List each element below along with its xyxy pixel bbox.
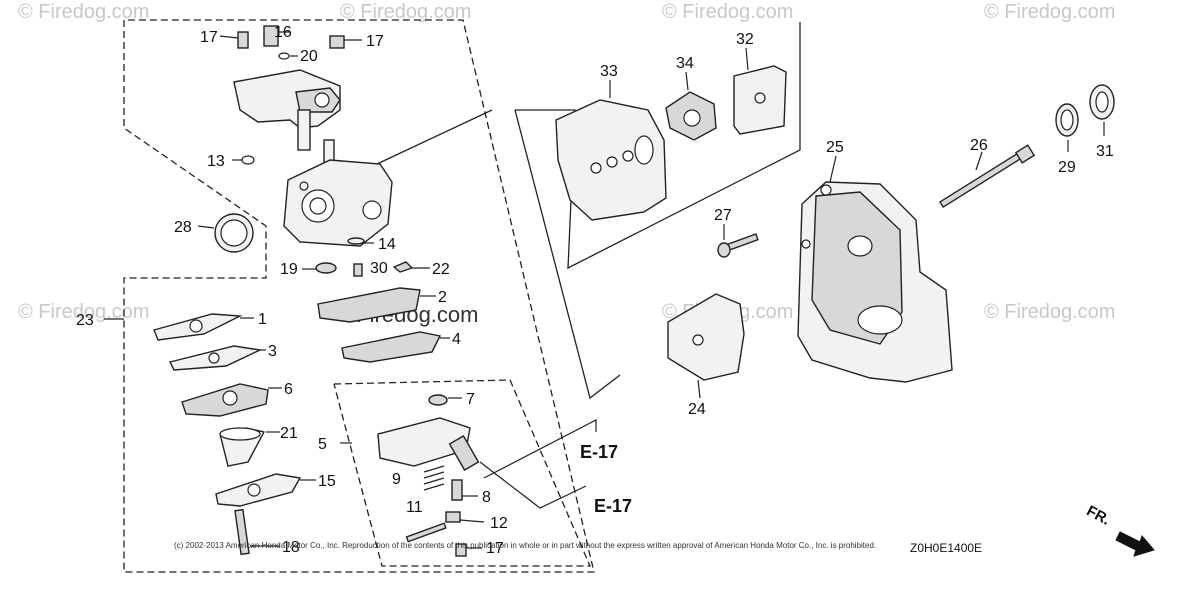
callout-33: 33: [600, 63, 618, 80]
part-screws-top: [237, 25, 345, 165]
callout-34: 34: [676, 55, 694, 72]
callout-labels: 17 16 17 20 13 28 14 19 30 22 2 4 1 3 6 …: [76, 24, 1114, 557]
callout-6: 6: [284, 381, 293, 398]
callout-9: 9: [392, 471, 401, 488]
callout-28: 28: [174, 219, 192, 236]
callout-18: 18: [282, 539, 300, 556]
callout-19: 19: [280, 261, 298, 278]
reference-e17-lower: E-17: [594, 496, 632, 516]
leader-boundary-24: [514, 109, 621, 400]
callout-27: 27: [714, 207, 732, 224]
callout-3: 3: [268, 343, 277, 360]
callout-16: 16: [274, 24, 292, 41]
part-bolt-26: [939, 144, 1036, 209]
callout-13: 13: [207, 153, 225, 170]
watermark-top-3: © Firedog.com: [662, 1, 793, 23]
watermark-top-2: © Firedog.com: [340, 1, 471, 23]
callout-26: 26: [970, 137, 988, 154]
callout-11: 11: [406, 499, 423, 516]
callout-31: 31: [1096, 143, 1114, 160]
callout-32: 32: [736, 31, 754, 48]
leader-boundary-top: [359, 109, 493, 173]
leader-lines: [104, 31, 1105, 549]
part-carburetor-top: [233, 69, 341, 167]
callout-14: 14: [378, 236, 396, 253]
part-gasket-24: [667, 293, 745, 381]
callout-22: 22: [432, 261, 450, 278]
callout-1: 1: [258, 311, 267, 328]
callout-4: 4: [452, 331, 461, 348]
callout-2: 2: [438, 289, 447, 306]
callout-5: 5: [318, 436, 327, 453]
callout-17-b: 17: [366, 33, 384, 50]
watermark-mid-right: © Firedog.com: [984, 301, 1115, 323]
group-boundaries: [123, 19, 801, 573]
part-gasket-32: [733, 65, 787, 135]
callout-17-a: 17: [200, 29, 218, 46]
part-o-ring-28: [214, 213, 254, 253]
diagram-code: Z0H0E1400E: [910, 541, 982, 555]
callout-7: 7: [466, 391, 475, 408]
carburetor-group-boundary: [123, 19, 595, 573]
watermark-top-1: © Firedog.com: [18, 1, 149, 23]
callout-12: 12: [490, 515, 508, 532]
front-direction-indicator: FR.: [1084, 502, 1155, 557]
part-bracket-25: [797, 181, 953, 383]
part-gasket-33: [555, 99, 667, 221]
watermark-mid-left: © Firedog.com: [18, 301, 149, 323]
part-washers: [1055, 84, 1115, 137]
part-plate-34: [665, 91, 717, 141]
part-gaskets-right: [317, 287, 442, 363]
part-carburetor-body: [283, 159, 393, 247]
callout-23: 23: [76, 312, 94, 329]
callout-21: 21: [280, 425, 298, 442]
callout-29: 29: [1058, 159, 1076, 176]
callout-24: 24: [688, 401, 706, 418]
front-arrow-icon: [1115, 531, 1155, 557]
callout-15: 15: [318, 473, 336, 490]
reference-e17-upper: E-17: [580, 442, 618, 462]
callout-25: 25: [826, 139, 844, 156]
copyright-notice: (c) 2002-2013 American Honda Motor Co., …: [174, 541, 876, 550]
reference-leaders: [479, 419, 597, 509]
callout-30: 30: [370, 260, 388, 277]
callout-8: 8: [482, 489, 491, 506]
part-bolt-27: [717, 233, 759, 258]
front-label: FR.: [1084, 502, 1113, 528]
callout-17-c: 17: [486, 540, 504, 557]
pump-group-boundary: [333, 379, 591, 567]
part-fuel-pump: [377, 394, 480, 557]
gasket-group-boundary: [515, 22, 801, 270]
part-small-parts: [315, 237, 414, 277]
part-gaskets-left: [153, 313, 302, 556]
watermark-top-4: © Firedog.com: [984, 1, 1115, 23]
callout-20: 20: [300, 48, 318, 65]
